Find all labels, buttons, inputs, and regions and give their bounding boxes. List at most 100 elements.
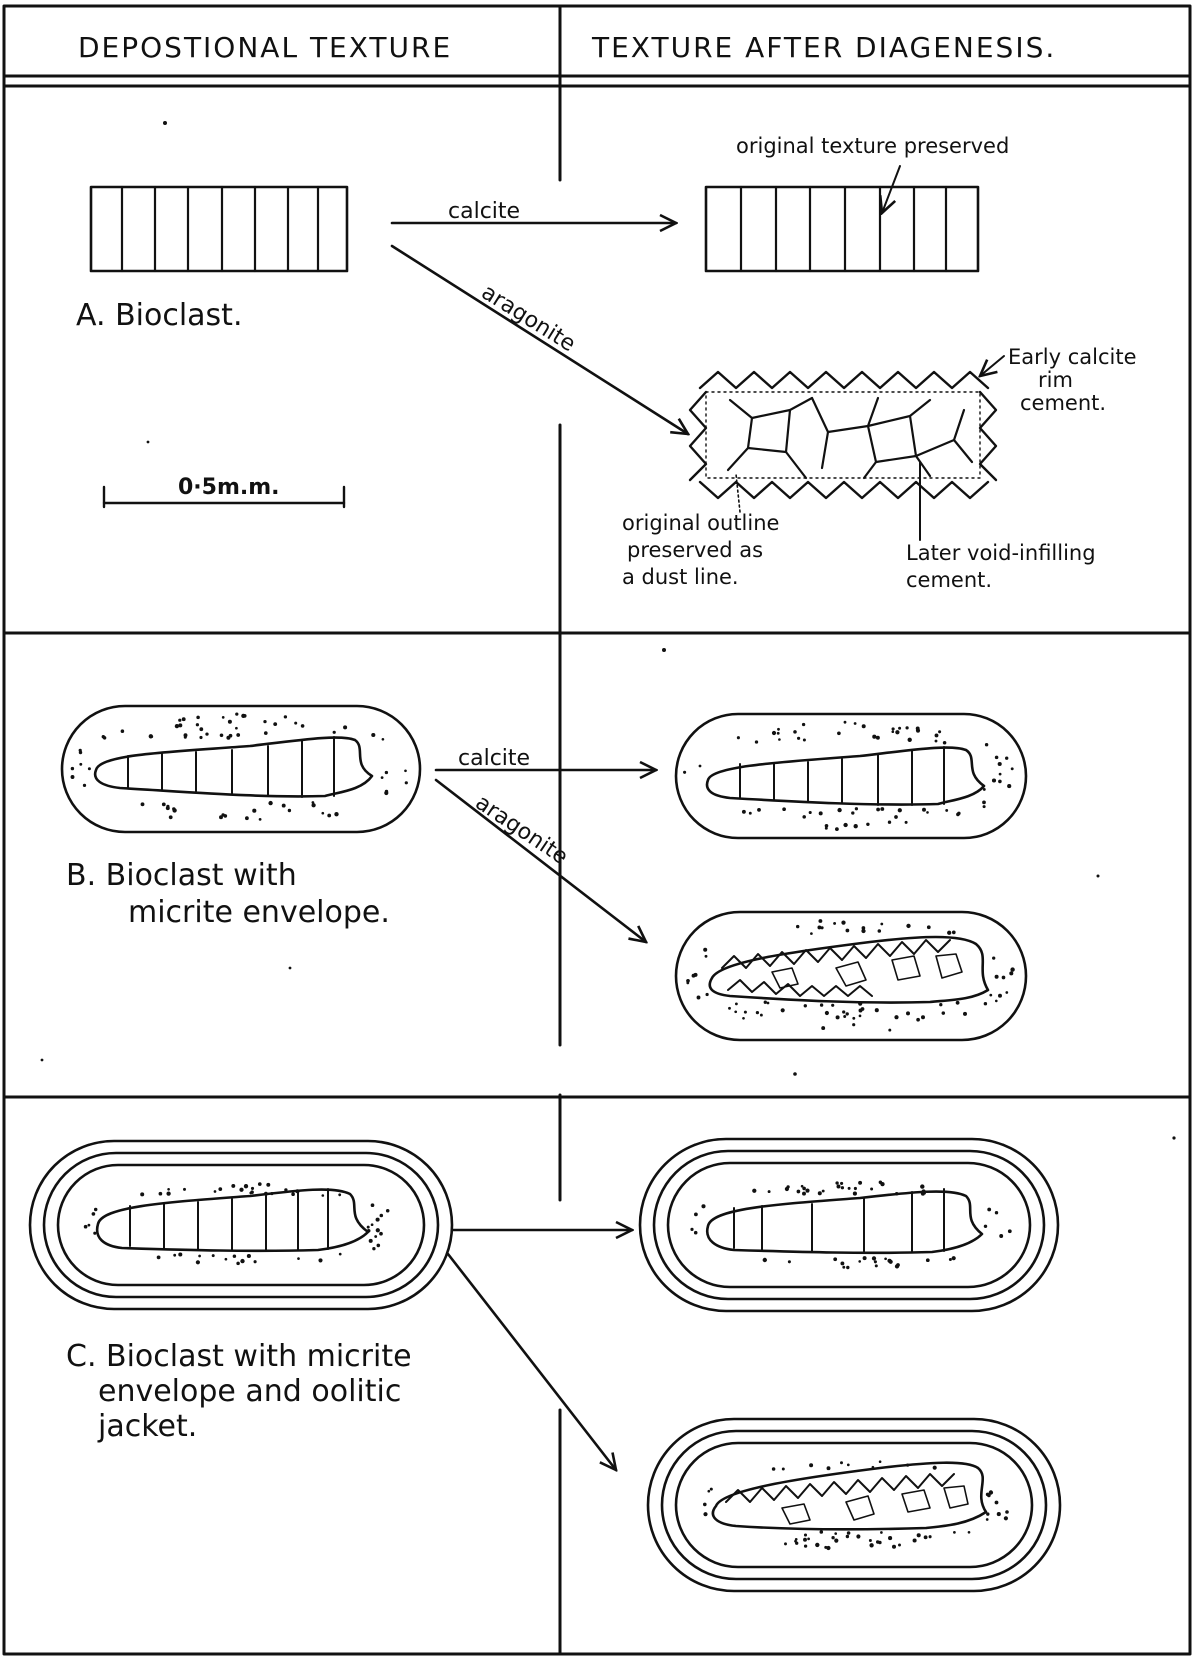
micrite-dot <box>810 932 813 935</box>
micrite-dot <box>898 727 901 730</box>
micrite-dot <box>884 1257 887 1260</box>
micrite-dot <box>999 1234 1003 1238</box>
micrite-dot <box>898 1544 901 1547</box>
dust-line-outline <box>706 392 980 478</box>
micrite-dot <box>943 741 947 745</box>
micrite-dot <box>852 1017 855 1020</box>
micrite-dot <box>767 1002 770 1005</box>
micrite-dot <box>933 1466 937 1470</box>
svg-text:Early calcite: Early calcite <box>1008 345 1137 369</box>
micrite-dot <box>854 824 858 828</box>
micrite-dot <box>921 1015 925 1019</box>
micrite-dot <box>859 1015 862 1018</box>
micrite-dot <box>686 981 689 984</box>
micrite-dot <box>167 1188 170 1191</box>
bioclast-b-shell <box>95 738 372 797</box>
svg-text:preserved as: preserved as <box>627 538 763 562</box>
micrite-dot <box>377 1244 381 1248</box>
micrite-dot <box>244 1184 248 1188</box>
micrite-dot <box>917 1533 921 1537</box>
micrite-dot <box>251 1187 254 1190</box>
micrite-dot <box>205 732 208 735</box>
void-infill-cement <box>728 398 972 478</box>
micrite-dot <box>935 733 939 737</box>
micrite-dot <box>879 1460 882 1463</box>
micrite-dot <box>892 727 895 730</box>
micrite-dot <box>735 1002 738 1005</box>
micrite-dot <box>831 1004 834 1007</box>
micrite-dot <box>795 1538 798 1541</box>
micrite-dot <box>858 1181 862 1185</box>
micrite-dot <box>369 1239 373 1243</box>
micrite-dot <box>225 1258 228 1261</box>
micrite-dot <box>880 923 883 926</box>
micrite-dot <box>294 722 297 725</box>
micrite-stipple <box>683 721 1014 831</box>
svg-text:jacket.: jacket. <box>97 1409 197 1444</box>
rim-cement-bottom <box>700 482 988 498</box>
micrite-dot <box>916 1018 920 1022</box>
micrite-dot <box>301 724 305 728</box>
micrite-dot <box>339 1253 342 1256</box>
micrite-dot <box>781 1008 785 1012</box>
micrite-dot <box>803 1538 807 1542</box>
micrite-stipple <box>686 919 1015 1031</box>
micrite-dot <box>372 1247 375 1250</box>
micrite-dot <box>172 808 176 812</box>
arrow-a-aragonite-label: aragonite <box>477 280 580 357</box>
micrite-dot <box>218 1187 222 1191</box>
micrite-dot <box>875 1008 879 1012</box>
micrite-dot <box>778 738 781 741</box>
micrite-dot <box>1005 991 1008 994</box>
micrite-dot <box>693 973 697 977</box>
micrite-dot <box>221 813 224 816</box>
micrite-dot <box>701 1204 705 1208</box>
micrite-dot <box>236 1262 240 1266</box>
micrite-dot <box>782 807 786 811</box>
micrite-dot <box>1010 967 1014 971</box>
micrite-dot <box>405 781 408 784</box>
micrite-dot <box>367 1226 370 1229</box>
micrite-dot <box>999 773 1002 776</box>
micrite-dot <box>1007 784 1011 788</box>
micrite-dot <box>382 738 385 741</box>
micrite-dot <box>945 809 948 812</box>
micrite-dot <box>268 801 272 805</box>
micrite-dot <box>905 726 908 729</box>
micrite-dot <box>920 1184 924 1188</box>
micrite-dot <box>862 724 866 728</box>
micrite-dot <box>952 931 956 935</box>
bioclast-b-aragonite-result <box>676 912 1026 1040</box>
micrite-dot <box>381 776 384 779</box>
micrite-dot <box>249 1192 252 1195</box>
micrite-dot <box>874 736 877 739</box>
micrite-dot <box>898 808 902 812</box>
micrite-dot <box>254 1260 257 1263</box>
micrite-dot <box>772 1467 776 1471</box>
micrite-dot <box>321 812 324 815</box>
micrite-dot <box>196 1260 200 1264</box>
bioclast-a-aragonite-result <box>690 372 996 498</box>
micrite-dot <box>71 775 75 779</box>
micrite-dot <box>683 771 686 774</box>
micrite-dot <box>380 1214 384 1218</box>
micrite-dot <box>796 925 799 928</box>
micrite-dot <box>182 717 186 721</box>
micrite-dot <box>804 1533 807 1536</box>
micrite-dot <box>847 1464 850 1467</box>
svg-text:cement.: cement. <box>906 568 992 592</box>
micrite-dot <box>212 1254 215 1257</box>
micrite-dot <box>833 922 836 925</box>
micrite-dot <box>157 1256 161 1260</box>
micrite-dot <box>840 1261 844 1265</box>
micrite-dot <box>847 1531 851 1535</box>
note-early-calcite-rim-cement: Early calcite rim cement. <box>1008 345 1137 415</box>
micrite-dot <box>905 821 908 824</box>
svg-text:B. Bioclast with: B. Bioclast with <box>66 858 297 893</box>
micrite-dot <box>703 948 707 952</box>
bioclast-c-oolitic-jacket <box>30 1141 452 1309</box>
micrite-dot <box>843 823 847 827</box>
leader-preserved <box>882 166 900 213</box>
header-depositional-texture: DEPOSTIONAL TEXTURE <box>78 31 452 64</box>
